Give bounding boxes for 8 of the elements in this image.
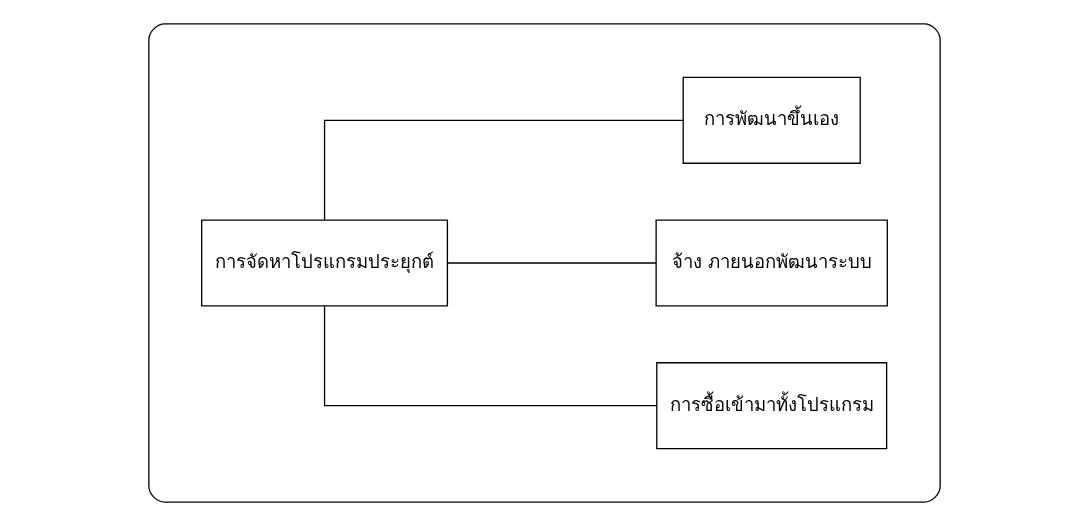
connector — [323, 305, 657, 407]
node-box: จ้าง ภายนอกพัฒนาระบบ — [654, 219, 888, 307]
node-box: การซื้อเข้ามาทั้งโปรแกรม — [655, 362, 887, 450]
connector — [323, 119, 683, 221]
node-box: การพัฒนาขึ้นเอง — [682, 76, 861, 164]
node-box: การจัดหาโปรแกรมประยุกต์ — [200, 219, 448, 307]
connector — [446, 262, 657, 264]
cluster — [147, 23, 941, 503]
